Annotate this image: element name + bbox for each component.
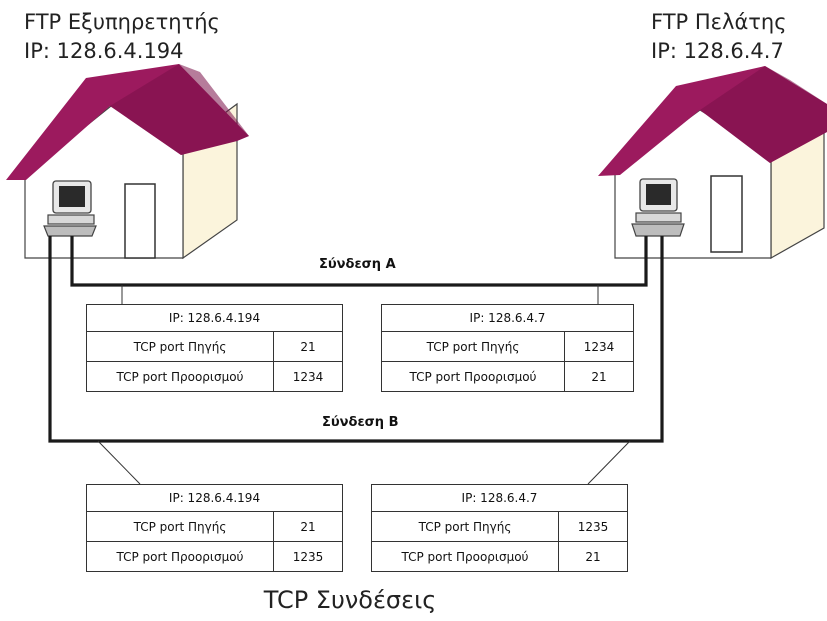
client-label: FTP Πελάτης IP: 128.6.4.7: [651, 8, 787, 66]
client-name: FTP Πελάτης: [651, 10, 787, 34]
segment-src-port: 1235: [558, 511, 628, 542]
segment-src-port: 1234: [564, 331, 634, 362]
server-name: FTP Εξυπηρετητής: [24, 10, 220, 34]
connector-b-client: [587, 440, 631, 485]
diagram-caption: TCP Συνδέσεις: [263, 586, 437, 614]
segment-ip: IP: 128.6.4.7: [371, 484, 628, 512]
segment-ip: IP: 128.6.4.194: [86, 304, 343, 332]
server-ip: IP: 128.6.4.194: [24, 39, 184, 63]
segment-ip: IP: 128.6.4.194: [86, 484, 343, 512]
segment-src-label: TCP port Πηγής: [86, 511, 274, 542]
segment-src-port: 21: [273, 331, 343, 362]
segment-dst-label: TCP port Προορισμού: [86, 541, 274, 572]
server-label: FTP Εξυπηρετητής IP: 128.6.4.194: [24, 8, 220, 66]
server-house-roof-edge: [110, 64, 249, 155]
server-house: [6, 64, 249, 260]
connection-b-line: [48, 236, 664, 443]
connection-b-label: Σύνδεση Β: [322, 415, 399, 430]
client-house: [598, 66, 827, 260]
segment-dst-port: 1234: [273, 361, 343, 392]
server-computer-icon: [43, 180, 97, 237]
segment-src-label: TCP port Πηγής: [86, 331, 274, 362]
segment-src-label: TCP port Πηγής: [381, 331, 565, 362]
client-computer-icon: [631, 178, 685, 237]
segment-dst-port: 21: [564, 361, 634, 392]
segment-src-label: TCP port Πηγής: [371, 511, 559, 542]
client-house-roof-edge: [700, 66, 827, 163]
segment-dst-label: TCP port Προορισμού: [86, 361, 274, 392]
connection-a-label: Σύνδεση Α: [319, 257, 396, 272]
segment-dst-port: 1235: [273, 541, 343, 572]
client-house-door: [710, 175, 743, 253]
segment-ip: IP: 128.6.4.7: [381, 304, 634, 332]
connector-b-server: [97, 440, 141, 485]
client-ip: IP: 128.6.4.7: [651, 39, 784, 63]
segment-src-port: 21: [273, 511, 343, 542]
segment-dst-label: TCP port Προορισμού: [381, 361, 565, 392]
server-house-door: [124, 183, 156, 259]
connection-a-line: [70, 236, 648, 287]
segment-dst-port: 21: [558, 541, 628, 572]
segment-dst-label: TCP port Προορισμού: [371, 541, 559, 572]
